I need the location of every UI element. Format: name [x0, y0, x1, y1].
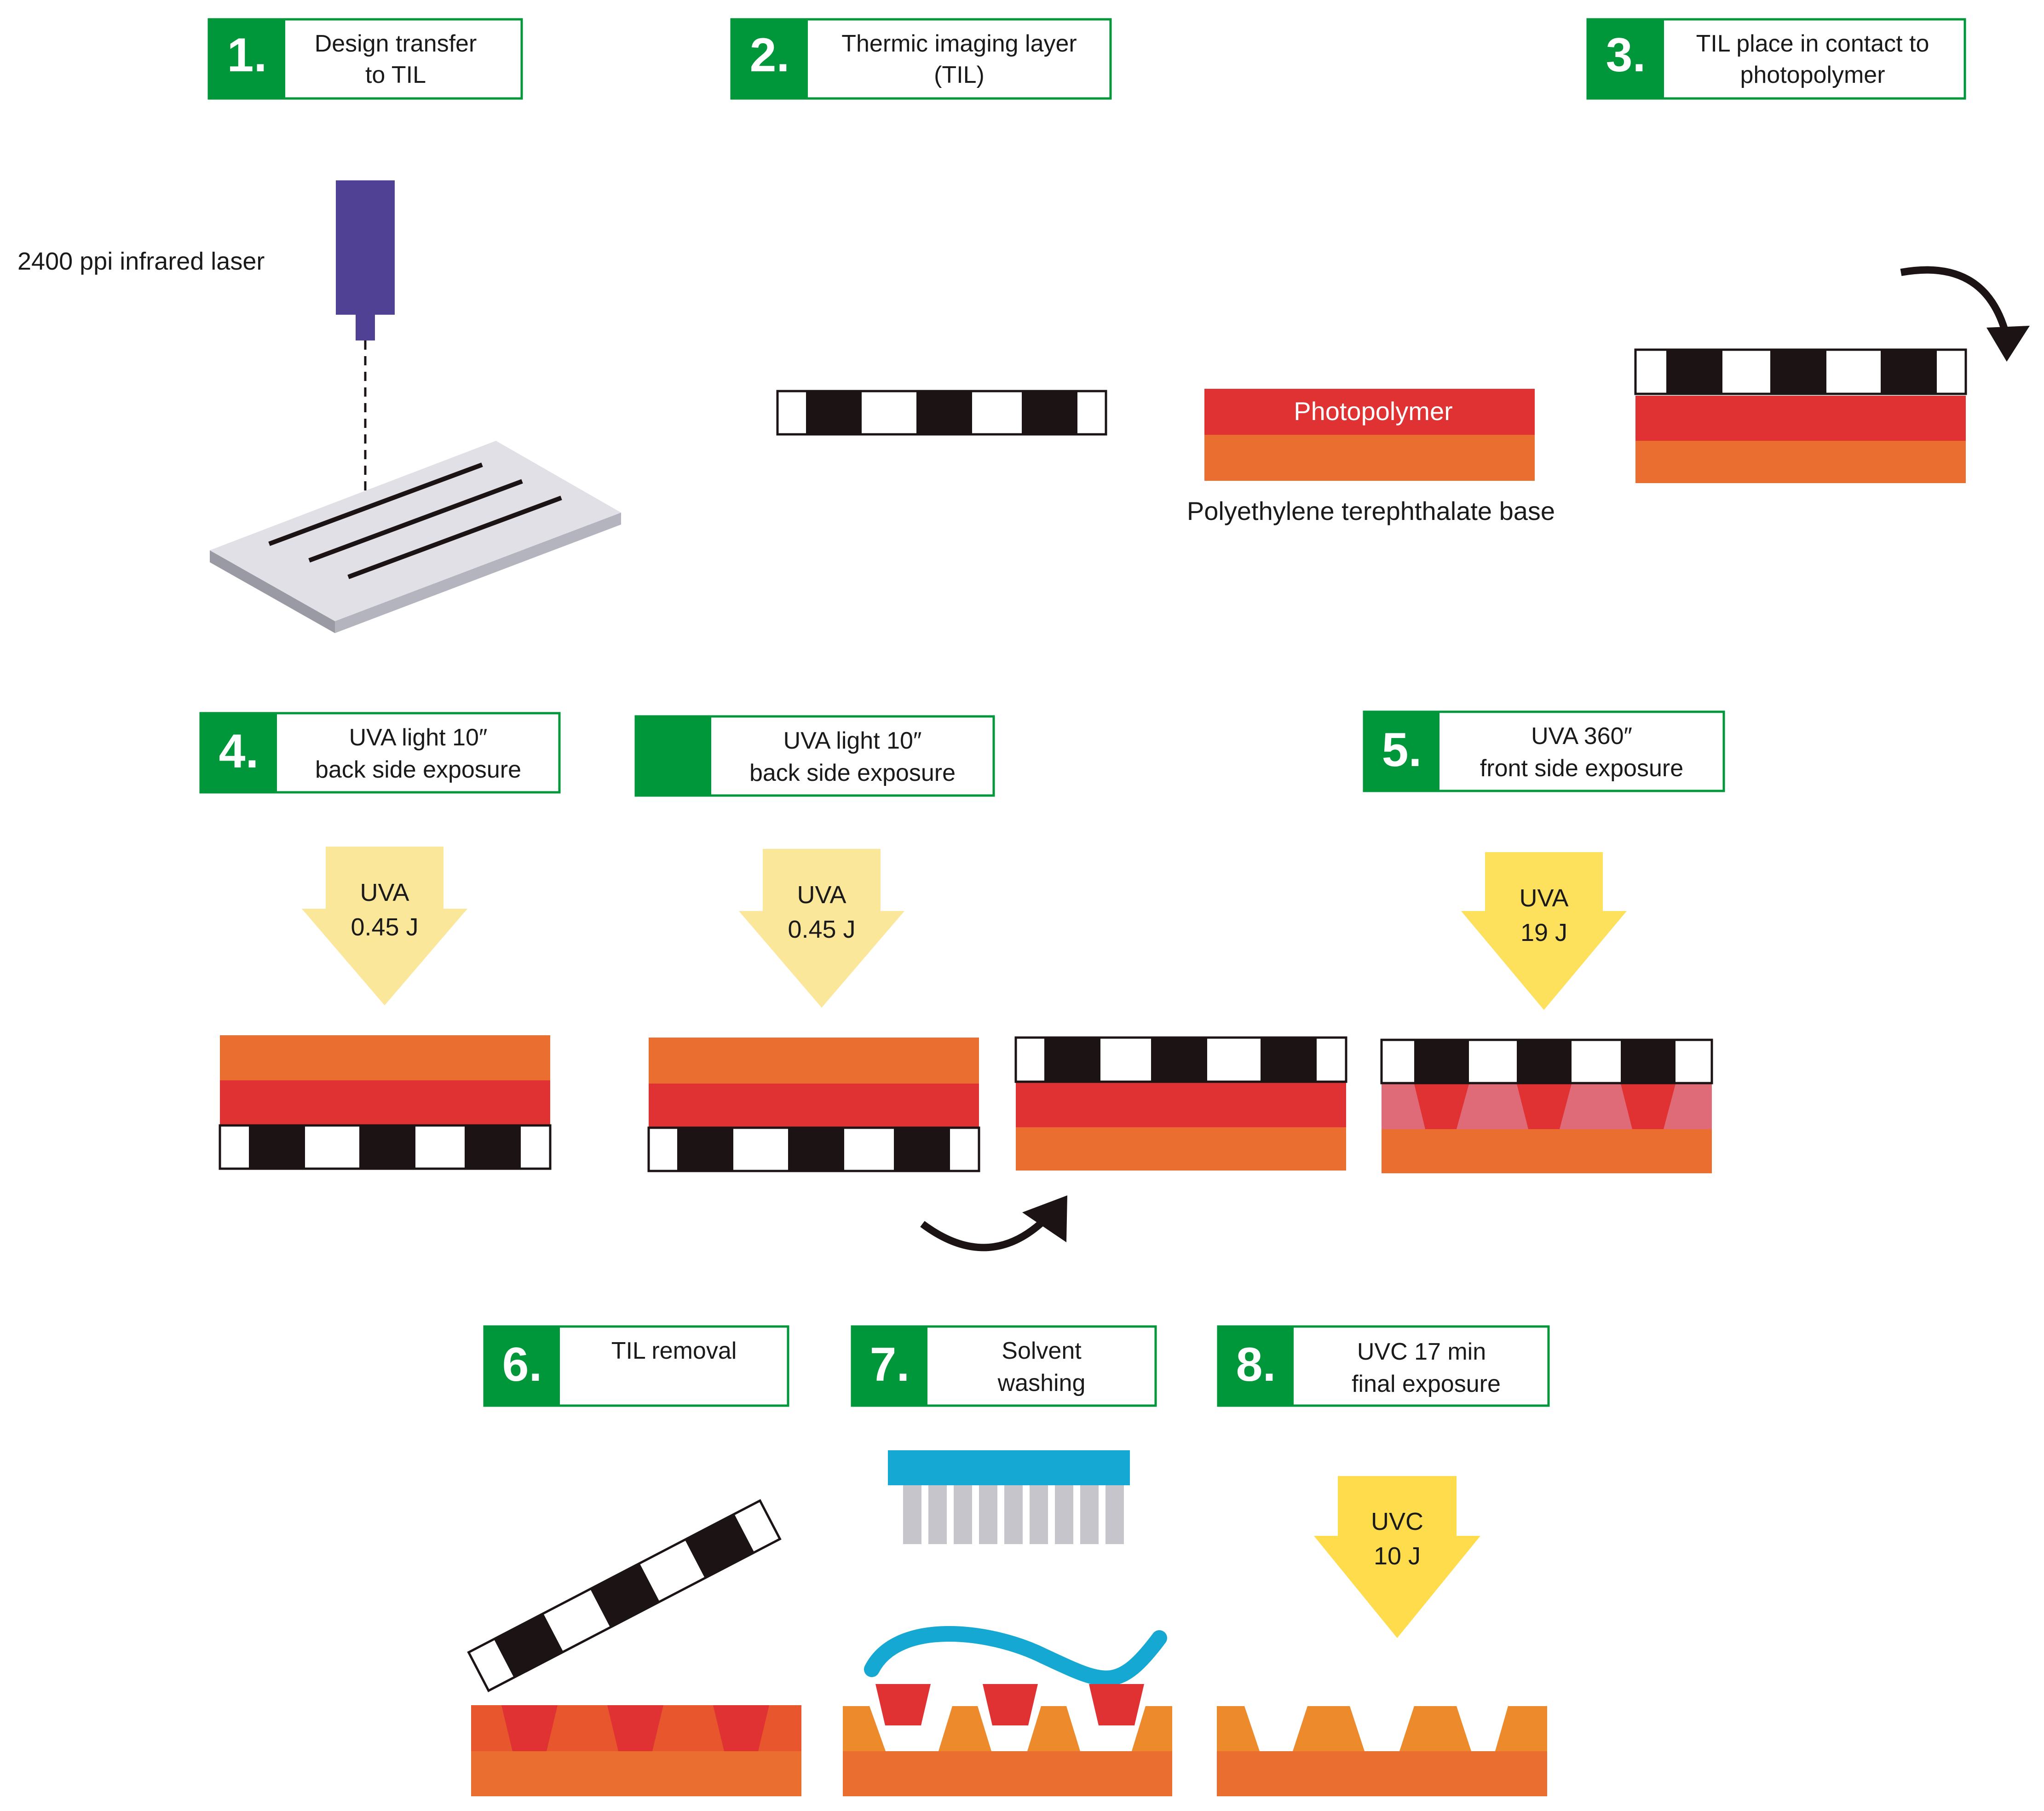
step-7-title-line2: washing — [997, 1370, 1086, 1396]
solvent-wave-icon — [864, 1626, 1167, 1686]
step-3-title-line2: photopolymer — [1740, 62, 1885, 88]
down-arrow-icon — [1314, 1476, 1480, 1638]
step-8-title-line2: final exposure — [1352, 1371, 1501, 1397]
step-3-title-line1: TIL place in contact to — [1696, 30, 1929, 57]
step-2-header: 2. Thermic imaging layer (TIL) — [730, 18, 1112, 100]
step-4-header: 4. UVA light 10″ back side exposure — [199, 712, 561, 794]
step-4-plate — [219, 1035, 552, 1170]
step-8-title-line1: UVC 17 min — [1357, 1338, 1486, 1365]
step-2-number: 2. — [750, 29, 790, 82]
uva-arrow-2-line2: 0.45 J — [788, 916, 855, 943]
flip-arrow-icon — [1900, 266, 2030, 362]
step-3-number: 3. — [1606, 29, 1646, 82]
photopolymer-label: Photopolymer — [1294, 397, 1453, 426]
photopolymer-plate: Photopolymer — [1204, 389, 1535, 481]
step-4-title-line2: back side exposure — [315, 756, 521, 783]
uvc-arrow: UVC 10 J — [1314, 1476, 1480, 1638]
step-7-number: 7. — [870, 1338, 910, 1391]
step-1-header: 1. Design transfer to TIL — [207, 18, 523, 100]
down-arrow-icon — [302, 847, 467, 1005]
laser-label: 2400 ppi infrared laser — [17, 248, 265, 275]
uva-arrow-1-line1: UVA — [360, 879, 409, 906]
step-1-title-line1: Design transfer — [315, 30, 477, 57]
til-strip — [776, 390, 1107, 436]
step-6-header: 6. TIL removal — [483, 1325, 789, 1407]
step-6-title-line1: TIL removal — [611, 1338, 737, 1364]
infrared-laser-icon — [336, 180, 395, 512]
washed-plate — [843, 1684, 1172, 1796]
uva-arrow-2-line1: UVA — [797, 881, 846, 909]
step-1-number: 1. — [227, 29, 267, 82]
step-3-assembly — [1634, 348, 1967, 483]
uva-arrow-front-line1: UVA — [1519, 884, 1568, 912]
step-4b-header: UVA light 10″ back side exposure — [634, 715, 995, 797]
step-5-title-line2: front side exposure — [1480, 755, 1683, 782]
step-7-header: 7. Solvent washing — [851, 1325, 1157, 1407]
step-6-plate — [471, 1705, 801, 1796]
uvc-arrow-line1: UVC — [1371, 1508, 1423, 1535]
step-7-title-line1: Solvent — [1002, 1338, 1082, 1364]
step-8-number: 8. — [1236, 1338, 1276, 1391]
step-8-header: 8. UVC 17 min final exposure — [1217, 1325, 1550, 1407]
flipped-plate — [1014, 1036, 1347, 1171]
uvc-arrow-line2: 10 J — [1374, 1542, 1421, 1570]
step-5-title-line1: UVA 360″ — [1531, 723, 1632, 750]
removed-til-strip — [467, 1499, 782, 1692]
uva-arrow-2: UVA 0.45 J — [739, 849, 904, 1008]
uva-arrow-1-line2: 0.45 J — [351, 913, 418, 941]
step-4-number: 4. — [219, 725, 259, 778]
step-4-title-line1: UVA light 10″ — [349, 724, 488, 751]
step-2-title-line1: Thermic imaging layer — [841, 30, 1077, 57]
down-arrow-icon — [1461, 852, 1627, 1010]
step-1-title-line2: to TIL — [365, 62, 426, 88]
til-plate-icon — [210, 441, 621, 633]
step-4b-title-line1: UVA light 10″ — [783, 727, 922, 754]
pet-base-label: Polyethylene terephthalate base — [1187, 496, 1555, 525]
uva-arrow-front-line2: 19 J — [1520, 919, 1567, 946]
uva-arrow-front: UVA 19 J — [1461, 852, 1627, 1010]
step-6-number: 6. — [502, 1338, 542, 1391]
step-4b-title-line2: back side exposure — [749, 760, 956, 786]
final-plate — [1217, 1706, 1547, 1796]
down-arrow-icon — [739, 849, 904, 1008]
step-5-number: 5. — [1382, 723, 1422, 777]
step-4b-plate — [647, 1038, 980, 1172]
step-5-header: 5. UVA 360″ front side exposure — [1363, 710, 1725, 792]
step-2-title-line2: (TIL) — [934, 62, 985, 88]
flip-up-arrow-icon — [920, 1195, 1067, 1252]
uva-arrow-1: UVA 0.45 J — [302, 847, 467, 1005]
brush-icon — [888, 1450, 1130, 1544]
step-5-plate — [1380, 1038, 1713, 1173]
step-3-header: 3. TIL place in contact to photopolymer — [1586, 18, 1966, 100]
